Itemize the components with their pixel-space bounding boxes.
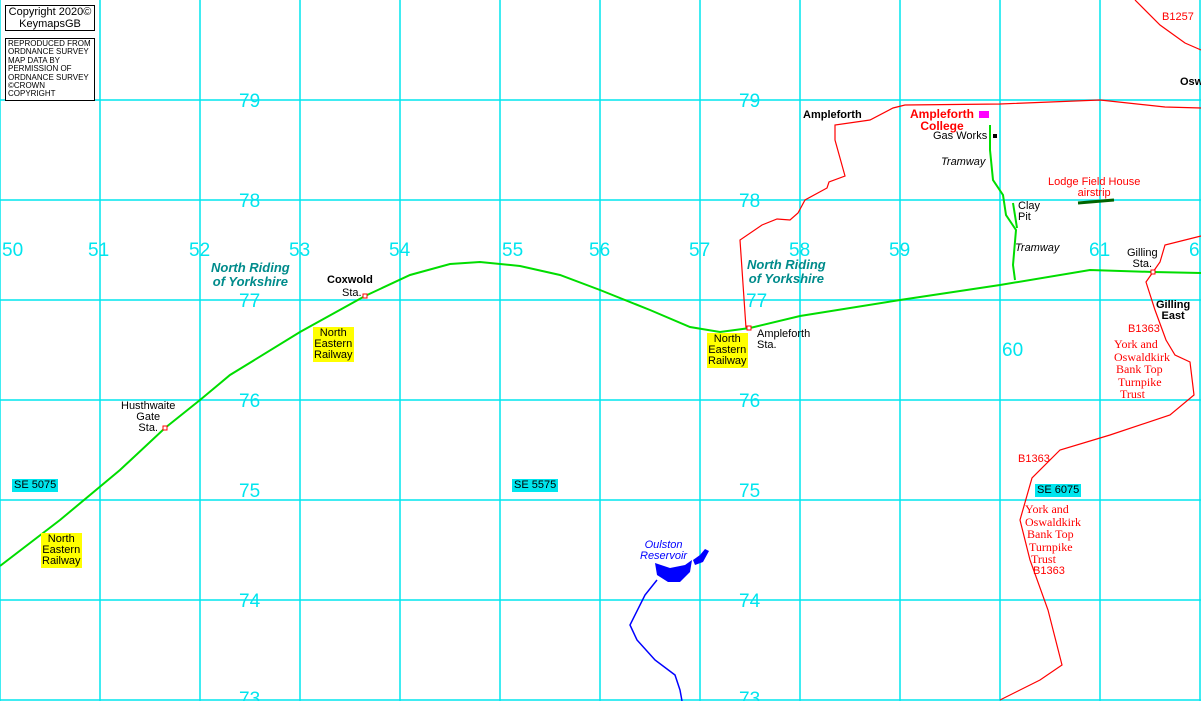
copyright-line: KeymapsGB <box>19 18 81 31</box>
easting-label: 50 <box>2 240 24 261</box>
road-label-b1363: B1363 <box>1033 565 1065 577</box>
stream <box>629 579 683 701</box>
easting-label: 59 <box>889 240 911 261</box>
northing-label: 79 <box>739 91 761 112</box>
easting-label: 57 <box>689 240 711 261</box>
northing-label: 74 <box>239 591 261 612</box>
tramway-line <box>989 125 1018 281</box>
northing-label: 77 <box>239 291 261 312</box>
easting-label: 58 <box>789 240 811 261</box>
permission-line: ORDNANCE SURVEY <box>8 72 89 82</box>
easting-label: 53 <box>289 240 311 261</box>
northing-label: 73 <box>739 689 761 701</box>
easting-label: 6 <box>1189 240 1200 261</box>
gas-works-marker <box>993 134 997 138</box>
easting-label: 61 <box>1089 240 1111 261</box>
easting-label: 54 <box>389 240 411 261</box>
place-coxwold-sta: Sta. <box>342 287 362 299</box>
northing-label: 75 <box>739 481 761 502</box>
airstrip <box>1077 198 1115 205</box>
parish-boundary <box>739 99 1201 329</box>
road-b1257 <box>1134 0 1201 51</box>
gilling-station-marker <box>1150 269 1156 275</box>
easting-label: 51 <box>88 240 110 261</box>
grid-square-label: SE 5075 <box>12 479 59 492</box>
place-coxwold: Coxwold <box>327 274 373 286</box>
permission-line: ORDNANCE SURVEY <box>8 47 89 57</box>
northing-label: 74 <box>739 591 761 612</box>
northing-label: 73 <box>239 689 261 701</box>
place-oswaldkirk: Osw <box>1180 76 1201 88</box>
college-marker <box>979 111 989 118</box>
coxwold-station-marker <box>362 293 368 299</box>
place-gas-works: Gas Works <box>933 130 988 142</box>
northing-label: 79 <box>239 91 261 112</box>
tramway-label: Tramway <box>1015 242 1060 254</box>
husthwaite-station-marker <box>162 425 168 431</box>
grid-square-label: SE 5575 <box>512 479 559 492</box>
easting-label: 60 <box>1002 340 1024 361</box>
tramway-label: Tramway <box>941 156 986 168</box>
northing-label: 78 <box>739 191 761 212</box>
northing-label: 76 <box>739 391 761 412</box>
northing-label: 75 <box>239 481 261 502</box>
permission-line: ©CROWN COPYRIGHT <box>8 80 56 99</box>
tramway-branch <box>1012 202 1018 229</box>
easting-label: 56 <box>589 240 611 261</box>
permission-line: MAP DATA BY <box>8 55 61 65</box>
northing-label: 77 <box>746 291 768 312</box>
easting-label: 55 <box>502 240 524 261</box>
grid-square-label: SE 6075 <box>1035 484 1082 497</box>
road-label-b1363: B1363 <box>1128 323 1160 335</box>
northing-label: 76 <box>239 391 261 412</box>
permission-line: PERMISSION OF <box>8 64 72 74</box>
place-ampleforth: Ampleforth <box>803 109 862 121</box>
copyright-line: Copyright 2020© <box>8 6 92 18</box>
os-permission-box: REPRODUCED FROM ORDNANCE SURVEY MAP DATA… <box>5 38 95 101</box>
copyright-box: Copyright 2020© KeymapsGB <box>5 5 95 32</box>
road-b1363 <box>999 235 1201 701</box>
easting-label: 52 <box>189 240 211 261</box>
railway-line <box>0 260 1201 567</box>
northing-label: 78 <box>239 191 261 212</box>
road-label-b1363: B1363 <box>1018 453 1050 465</box>
ampleforth-station-marker <box>746 325 752 331</box>
permission-line: REPRODUCED FROM <box>8 39 91 48</box>
oulston-reservoir <box>655 549 709 582</box>
road-label-b1257: B1257 <box>1162 11 1194 23</box>
